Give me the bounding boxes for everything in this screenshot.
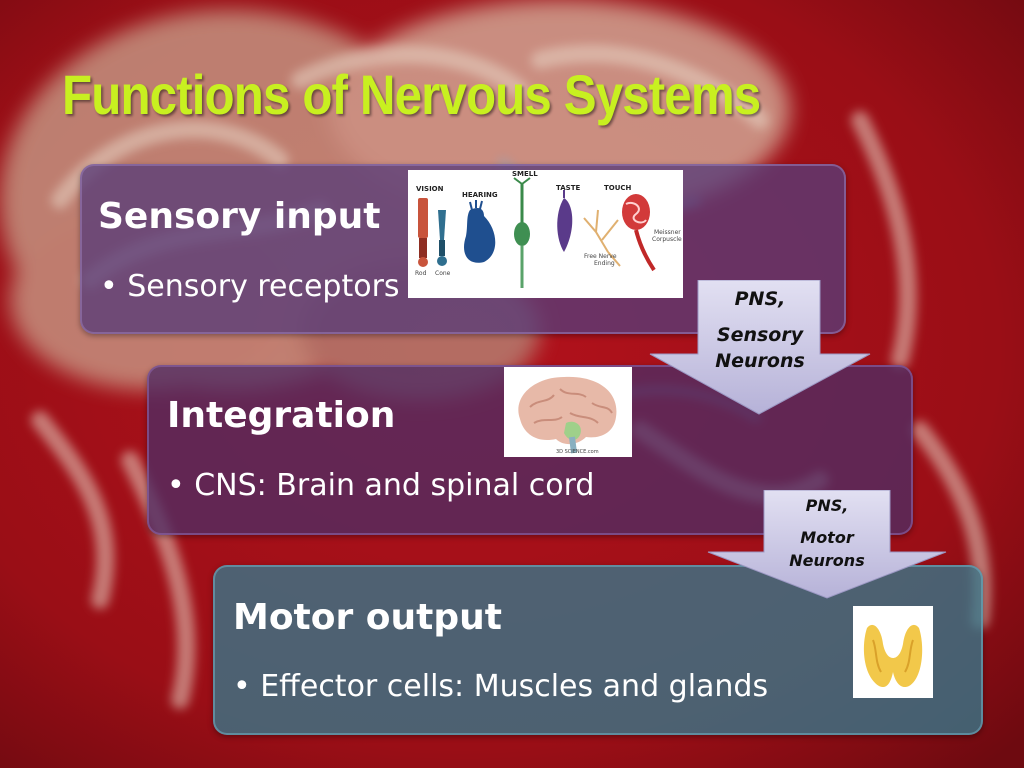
arrow-motor-line-2: Motor: [800, 528, 854, 547]
vision-label: VISION: [416, 185, 444, 193]
arrow-sensory-line-1: PNS,: [734, 288, 786, 310]
gland-illustration: [853, 606, 933, 698]
olfactory-neuron-icon: [513, 177, 531, 288]
arrow-sensory-line-2: Sensory: [716, 324, 804, 346]
cone-label: Cone: [435, 270, 451, 277]
motor-output-heading: Motor output: [233, 597, 502, 638]
smell-label: SMELL: [512, 170, 538, 178]
touch-label: TOUCH: [604, 184, 632, 192]
hair-cell-icon: [464, 200, 496, 263]
arrow-sensory-line-3: Neurons: [715, 350, 805, 372]
effector-cells-bullet: • Effector cells: Muscles and glands: [233, 669, 769, 704]
taste-receptor-icon: [557, 190, 573, 252]
brain-illustration: 3D SCIENCE.com: [504, 367, 632, 457]
brain-image-credit: 3D SCIENCE.com: [556, 449, 599, 455]
free-nerve-ending-icon: [583, 209, 621, 267]
meissner-label-2: Corpuscle: [652, 236, 682, 243]
integration-heading: Integration: [167, 395, 396, 436]
rod-label: Rod: [415, 270, 427, 277]
thyroid-gland-icon: [863, 624, 923, 688]
rod-cell-icon: [418, 198, 428, 267]
cns-bullet: • CNS: Brain and spinal cord: [167, 468, 595, 503]
sensory-receptors-illustration: VISION HEARING SMELL TASTE TOUCH Rod Con…: [408, 170, 683, 298]
sensory-input-heading: Sensory input: [98, 196, 381, 237]
hearing-label: HEARING: [462, 191, 498, 199]
pns-sensory-neurons-arrow: PNS, Sensory Neurons: [648, 280, 872, 416]
brain-icon: [518, 376, 617, 454]
arrow-motor-line-1: PNS,: [805, 496, 849, 515]
sensory-receptors-bullet: • Sensory receptors: [100, 269, 400, 304]
slide-title: Functions of Nervous Systems: [62, 63, 761, 126]
free-nerve-label-1: Free Nerve: [584, 253, 617, 260]
meissner-corpuscle-icon: [622, 194, 656, 272]
arrow-motor-line-3: Neurons: [789, 551, 865, 570]
taste-label: TASTE: [556, 184, 580, 192]
free-nerve-label-2: Ending: [594, 260, 615, 267]
pns-motor-neurons-arrow: PNS, Motor Neurons: [706, 490, 948, 600]
cone-cell-icon: [437, 210, 447, 266]
meissner-label-1: Meissner: [654, 229, 681, 236]
